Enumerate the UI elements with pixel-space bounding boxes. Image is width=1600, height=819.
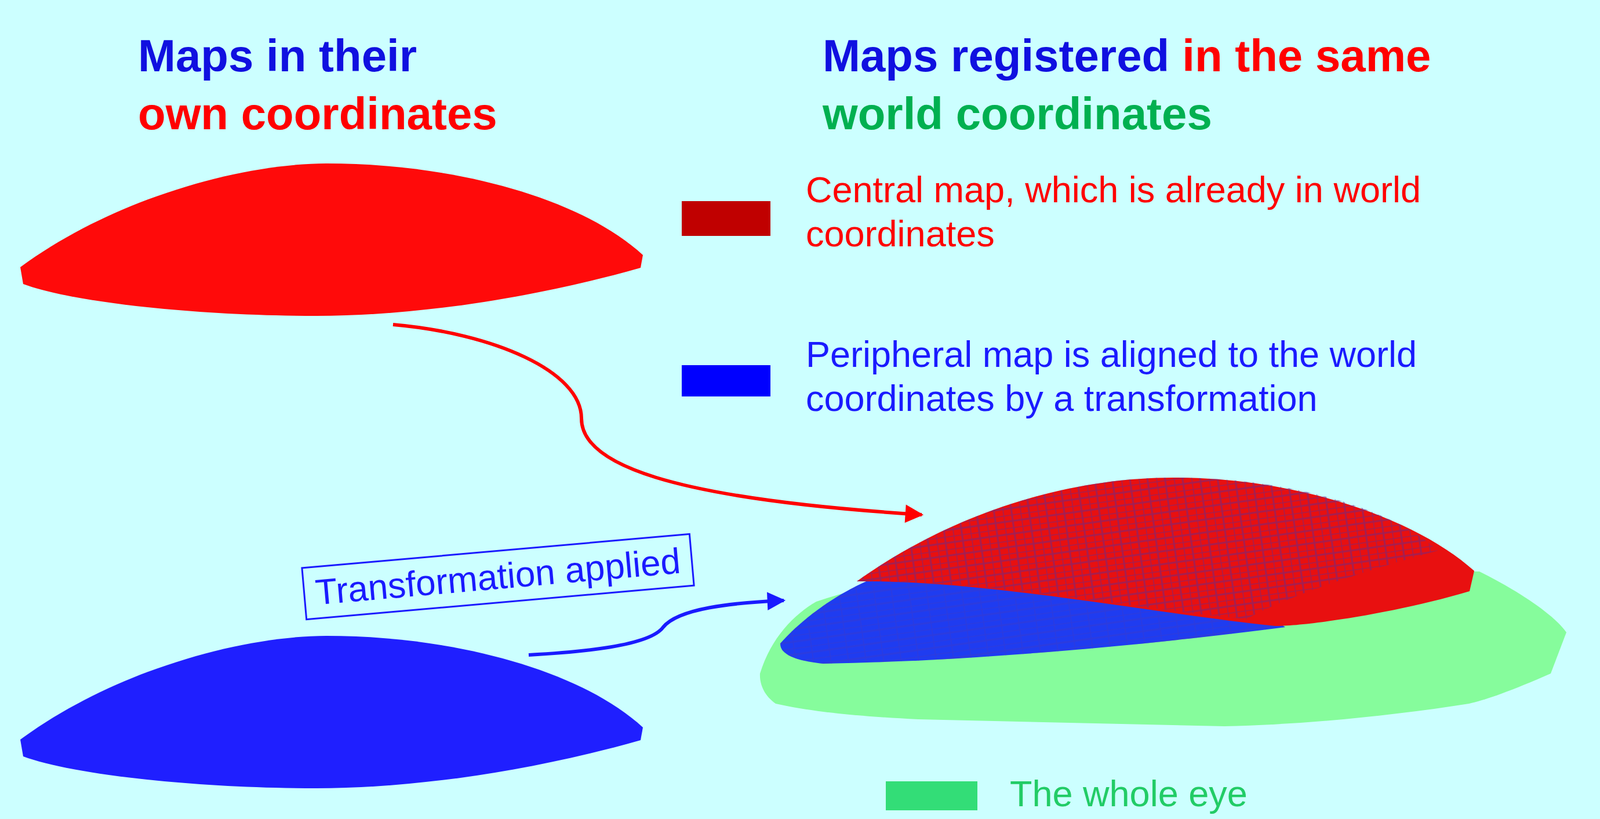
legend-swatch: [681, 365, 771, 397]
legend-text: Peripheral map is aligned to the world c…: [805, 332, 1595, 421]
annotation-text: Transformation applied: [313, 538, 683, 616]
heading-text: world coordinates: [822, 86, 1213, 142]
central-texture: [856, 477, 1438, 620]
central-map: [20, 163, 643, 316]
legend-swatch: [681, 201, 771, 236]
registered-central-map: [856, 477, 1475, 627]
peripheral-map: [20, 635, 643, 789]
legend-swatch: [885, 781, 978, 811]
heading-text: Maps in their: [137, 28, 417, 84]
legend-text: Central map, which is already in world c…: [805, 168, 1595, 256]
heading-text: Maps registered: [822, 28, 1170, 84]
heading-text: in the same: [1182, 28, 1431, 84]
heading-text: own coordinates: [137, 86, 498, 142]
legend-text: The whole eye: [1009, 772, 1584, 817]
annotation-box: Transformation applied: [300, 533, 695, 621]
transformation-arrow: [528, 600, 784, 656]
